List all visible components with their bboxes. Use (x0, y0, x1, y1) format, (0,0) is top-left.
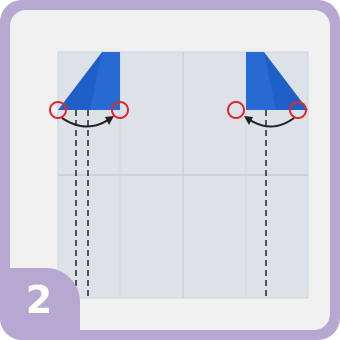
red-circle-marker-icon (289, 101, 307, 119)
step-number: 2 (25, 278, 53, 322)
left-fold-arrow-icon (61, 117, 109, 128)
left-blue-corner-shade (90, 52, 120, 110)
red-circle-marker-icon (49, 101, 67, 119)
left-arrowhead-icon (105, 116, 114, 125)
right-blue-corner-shade (246, 52, 276, 110)
origami-illustration (49, 51, 309, 299)
red-circle-marker-icon (111, 101, 129, 119)
instruction-card (10, 10, 330, 330)
right-arrowhead-icon (244, 116, 253, 125)
right-fold-arrow-icon (249, 117, 295, 128)
step-badge (0, 268, 80, 340)
red-circle-marker-icon (227, 101, 245, 119)
